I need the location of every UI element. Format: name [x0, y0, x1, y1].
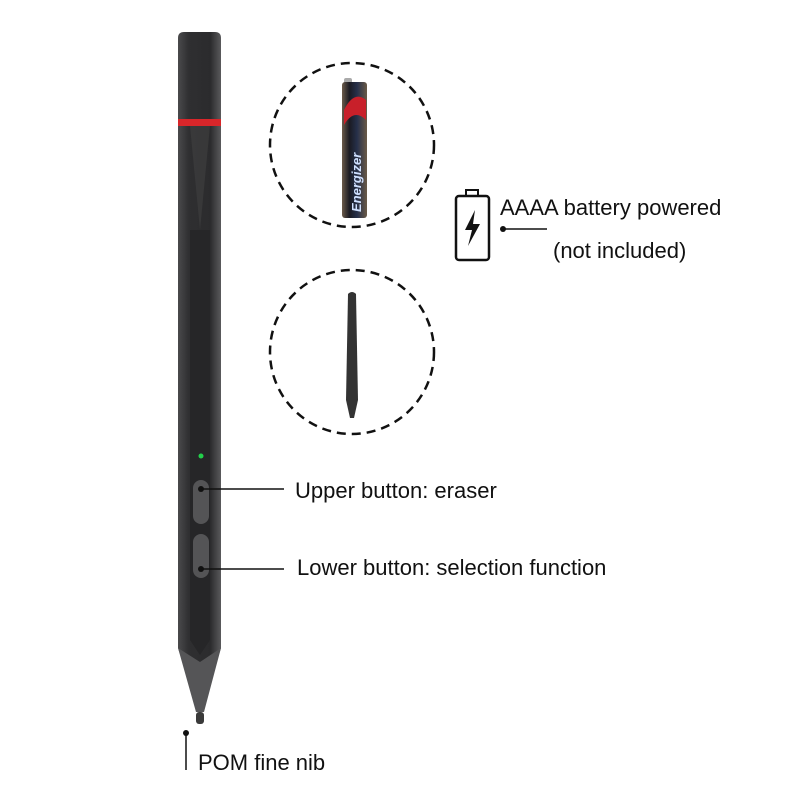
battery-brand-logo: Energizer [349, 152, 364, 212]
battery-note: (not included) [553, 238, 687, 263]
nib-label: POM fine nib [198, 750, 326, 775]
led-indicator [198, 453, 204, 459]
nib [196, 712, 204, 724]
battery-charging-icon [454, 189, 491, 262]
red-ring [178, 119, 221, 126]
battery-detail-circle: Energizer [268, 61, 436, 229]
nib-detail-circle [268, 268, 436, 436]
stylus-pen [178, 32, 221, 724]
battery-label: AAAA battery powered [500, 195, 722, 220]
replacement-nib [346, 292, 358, 418]
upper-button-label: Upper button: eraser [295, 478, 497, 503]
lower-button [193, 534, 209, 578]
lower-button-label: Lower button: selection function [297, 555, 607, 580]
upper-button [193, 480, 209, 524]
